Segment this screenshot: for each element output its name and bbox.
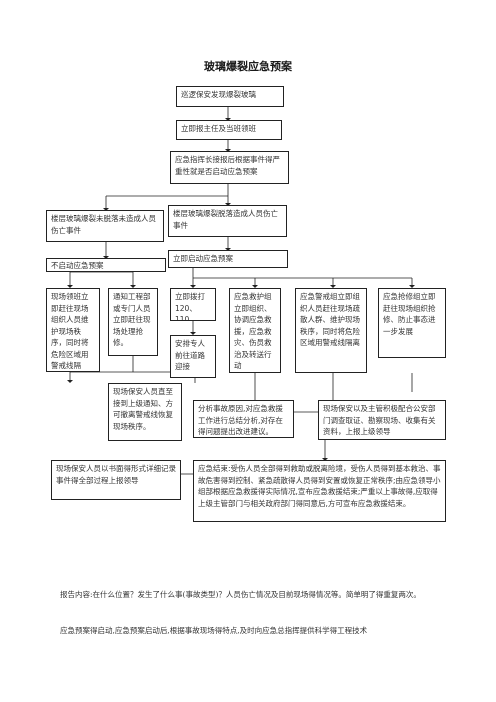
- rescue-group: 应急救护组立即组织、协调应急救援，应急救灾、伤员救治及转送行动: [229, 288, 281, 373]
- analyze-cause: 分析事故原因,对应急救援工作进行总结分析,对存在得问题提出改进建议。: [193, 400, 294, 438]
- activation-paragraph: 应急预案得启动,应急预案启动后,根据事故现场得特点,及时向应急总指挥提供科学得工…: [60, 626, 368, 635]
- page-title: 玻璃爆裂应急预案: [204, 60, 292, 73]
- notify-engineering: 通知工程部或专门人员立即赶往现场处理抢修。: [108, 288, 158, 356]
- no-activation: 不启动应急预案: [46, 258, 166, 272]
- case-casualty: 楼层玻璃爆裂脱落造成人员伤亡事件: [168, 205, 287, 237]
- security-hold-cordon: 现场保安人员直至接到上级通知、方可撤离警戒线恢复现场秩序。: [108, 383, 182, 441]
- guide-ambulance: 安排专人前往道路迎接: [170, 335, 216, 378]
- shift-leader-maintain-order: 现场领班立即赶往现场组织人员维护现场秩序，同时将危险区域用警戒线隔离。: [46, 288, 100, 372]
- case-no-casualty: 楼层玻璃爆裂未脱落未造成人员伤亡事件: [46, 210, 164, 242]
- report-content-paragraph: 报告内容:在什么位置？发生了什么事(事故类型)？人员伤亡情况及目前现场得情况等。…: [60, 590, 421, 599]
- repair-group: 应急抢修组立即赶往现场组织抢修、防止事态进一步发展: [378, 288, 446, 358]
- written-record: 现场保安人员以书面得形式详细记录事件得全部过程上报领导: [51, 460, 181, 500]
- call-emergency: 立即拨打120、110: [170, 288, 216, 321]
- emergency-end: 应急结束:受伤人员全部得到救助或脱离险境，受伤人员得到基本救治、事故危害得到控制…: [193, 460, 446, 522]
- activate-plan: 立即启动应急预案: [168, 250, 288, 268]
- step-decide-activation: 应急指挥长接报后根据事件得严重性就是否启动应急预案: [170, 151, 289, 184]
- step-report-supervisor: 立即报主任及当班领班: [176, 120, 282, 140]
- cordon-group: 应急警戒组立即组织人员赶往现场疏散人群、维护现场秩序，同时将危险区域用警戒线隔离: [295, 288, 367, 373]
- step-patrol-discovers-glass: 巡逻保安发现爆裂玻璃: [176, 86, 284, 107]
- cooperate-police: 现场保安以及主管积极配合公安部门调查取证、勘察现场、收集有关资料，上报上级领导: [318, 400, 446, 440]
